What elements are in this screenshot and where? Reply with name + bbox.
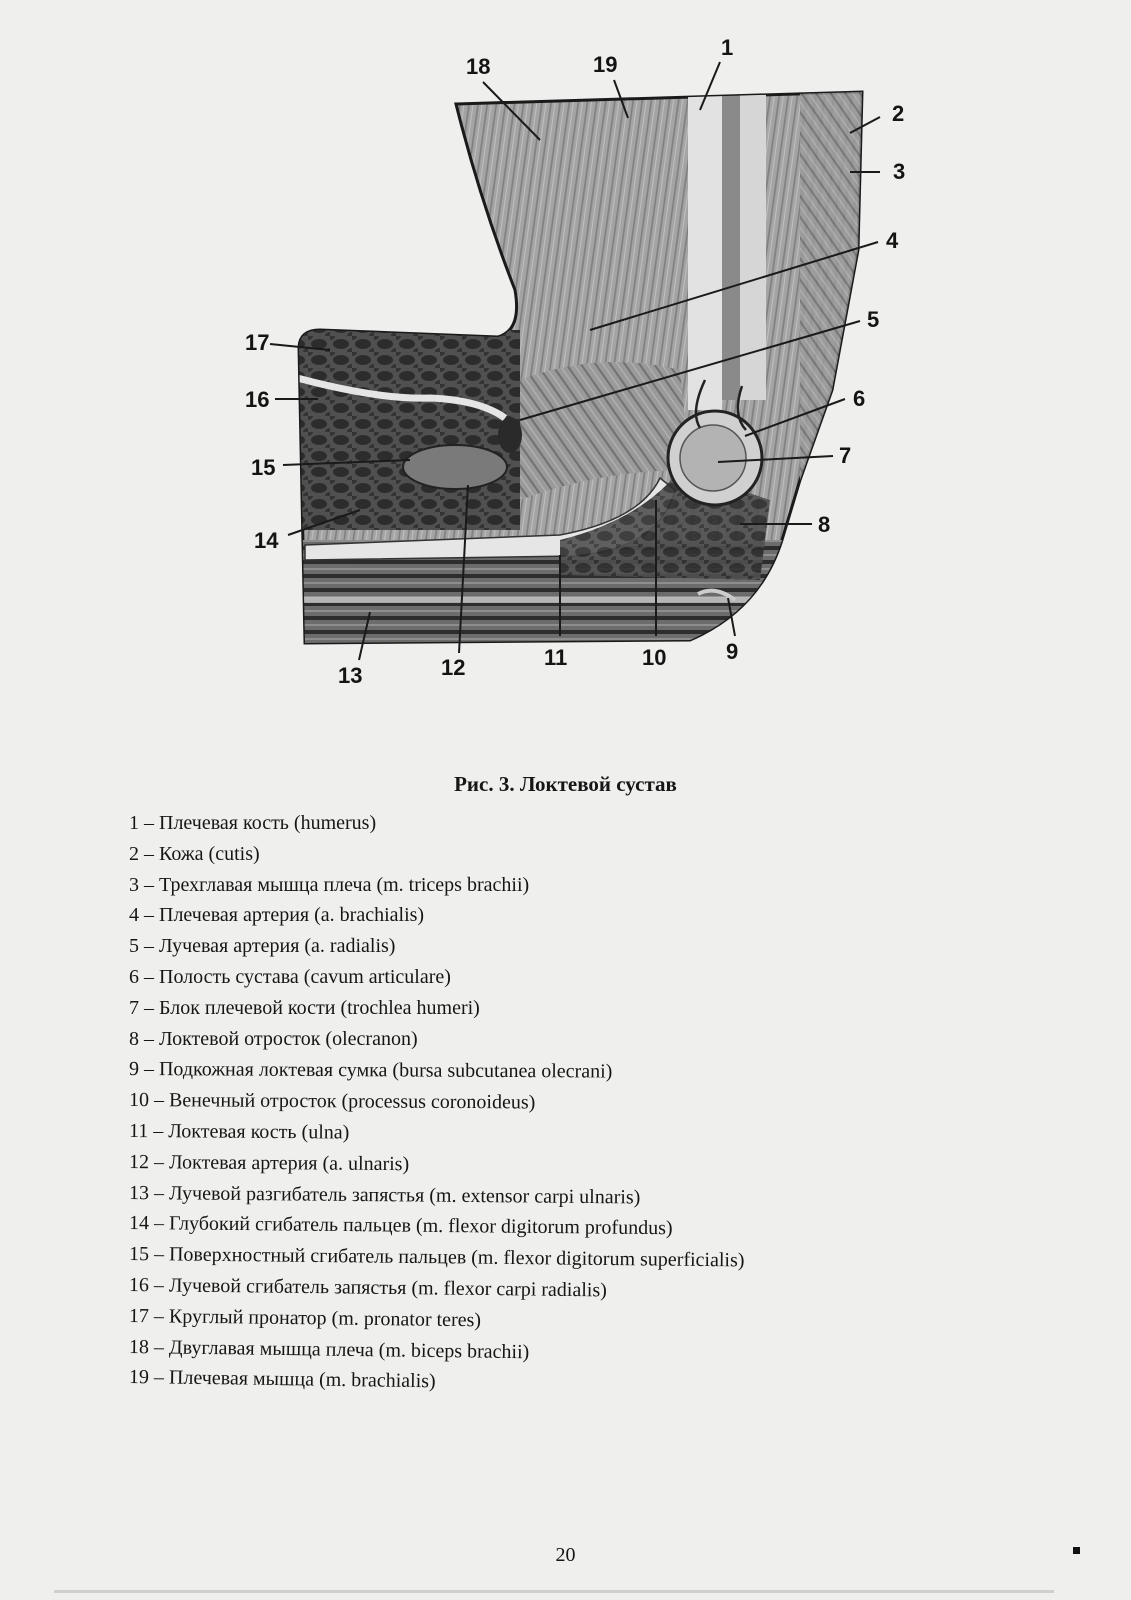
callout-7: 7 (839, 443, 851, 468)
callout-18: 18 (466, 54, 490, 79)
legend-item: 3 – Трехглавая мышца плеча (m. triceps b… (129, 870, 1079, 901)
callout-9: 9 (726, 639, 738, 664)
callout-15: 15 (251, 455, 275, 480)
callout-8: 8 (818, 512, 830, 537)
elbow-joint-illustration: 1 2 3 4 5 6 7 8 9 10 11 12 13 14 15 16 1… (0, 0, 1131, 720)
callout-13: 13 (338, 663, 362, 688)
callout-14: 14 (254, 528, 279, 553)
page-edge (54, 1590, 1054, 1593)
callout-3: 3 (893, 159, 905, 184)
legend-item: 9 – Подкожная локтевая сумка (bursa subc… (129, 1054, 1079, 1090)
callout-6: 6 (853, 386, 865, 411)
legend-item: 8 – Локтевой отросток (olecranon) (129, 1024, 1079, 1055)
legend-item: 4 – Плечевая артерия (a. brachialis) (129, 900, 1079, 931)
legend-item: 7 – Блок плечевой кости (trochlea humeri… (129, 993, 1079, 1024)
callout-4: 4 (886, 228, 899, 253)
callout-10: 10 (642, 645, 666, 670)
figure-legend: 1 – Плечевая кость (humerus) 2 – Кожа (c… (129, 808, 1079, 1393)
scan-mark (1073, 1547, 1080, 1554)
legend-item: 5 – Лучевая артерия (a. radialis) (129, 931, 1079, 962)
legend-item: 2 – Кожа (cutis) (129, 839, 1079, 870)
callout-2: 2 (892, 101, 904, 126)
figure-caption: Рис. 3. Локтевой сустав (0, 772, 1131, 797)
legend-item: 6 – Полость сустава (cavum articulare) (129, 962, 1079, 993)
callout-5: 5 (867, 307, 879, 332)
callout-1: 1 (721, 35, 733, 60)
callout-12: 12 (441, 655, 465, 680)
callout-11: 11 (544, 645, 567, 670)
legend-item: 1 – Плечевая кость (humerus) (129, 808, 1079, 839)
callout-17: 17 (245, 330, 269, 355)
callout-16: 16 (245, 387, 269, 412)
callout-19: 19 (593, 52, 617, 77)
page-number: 20 (0, 1544, 1131, 1567)
